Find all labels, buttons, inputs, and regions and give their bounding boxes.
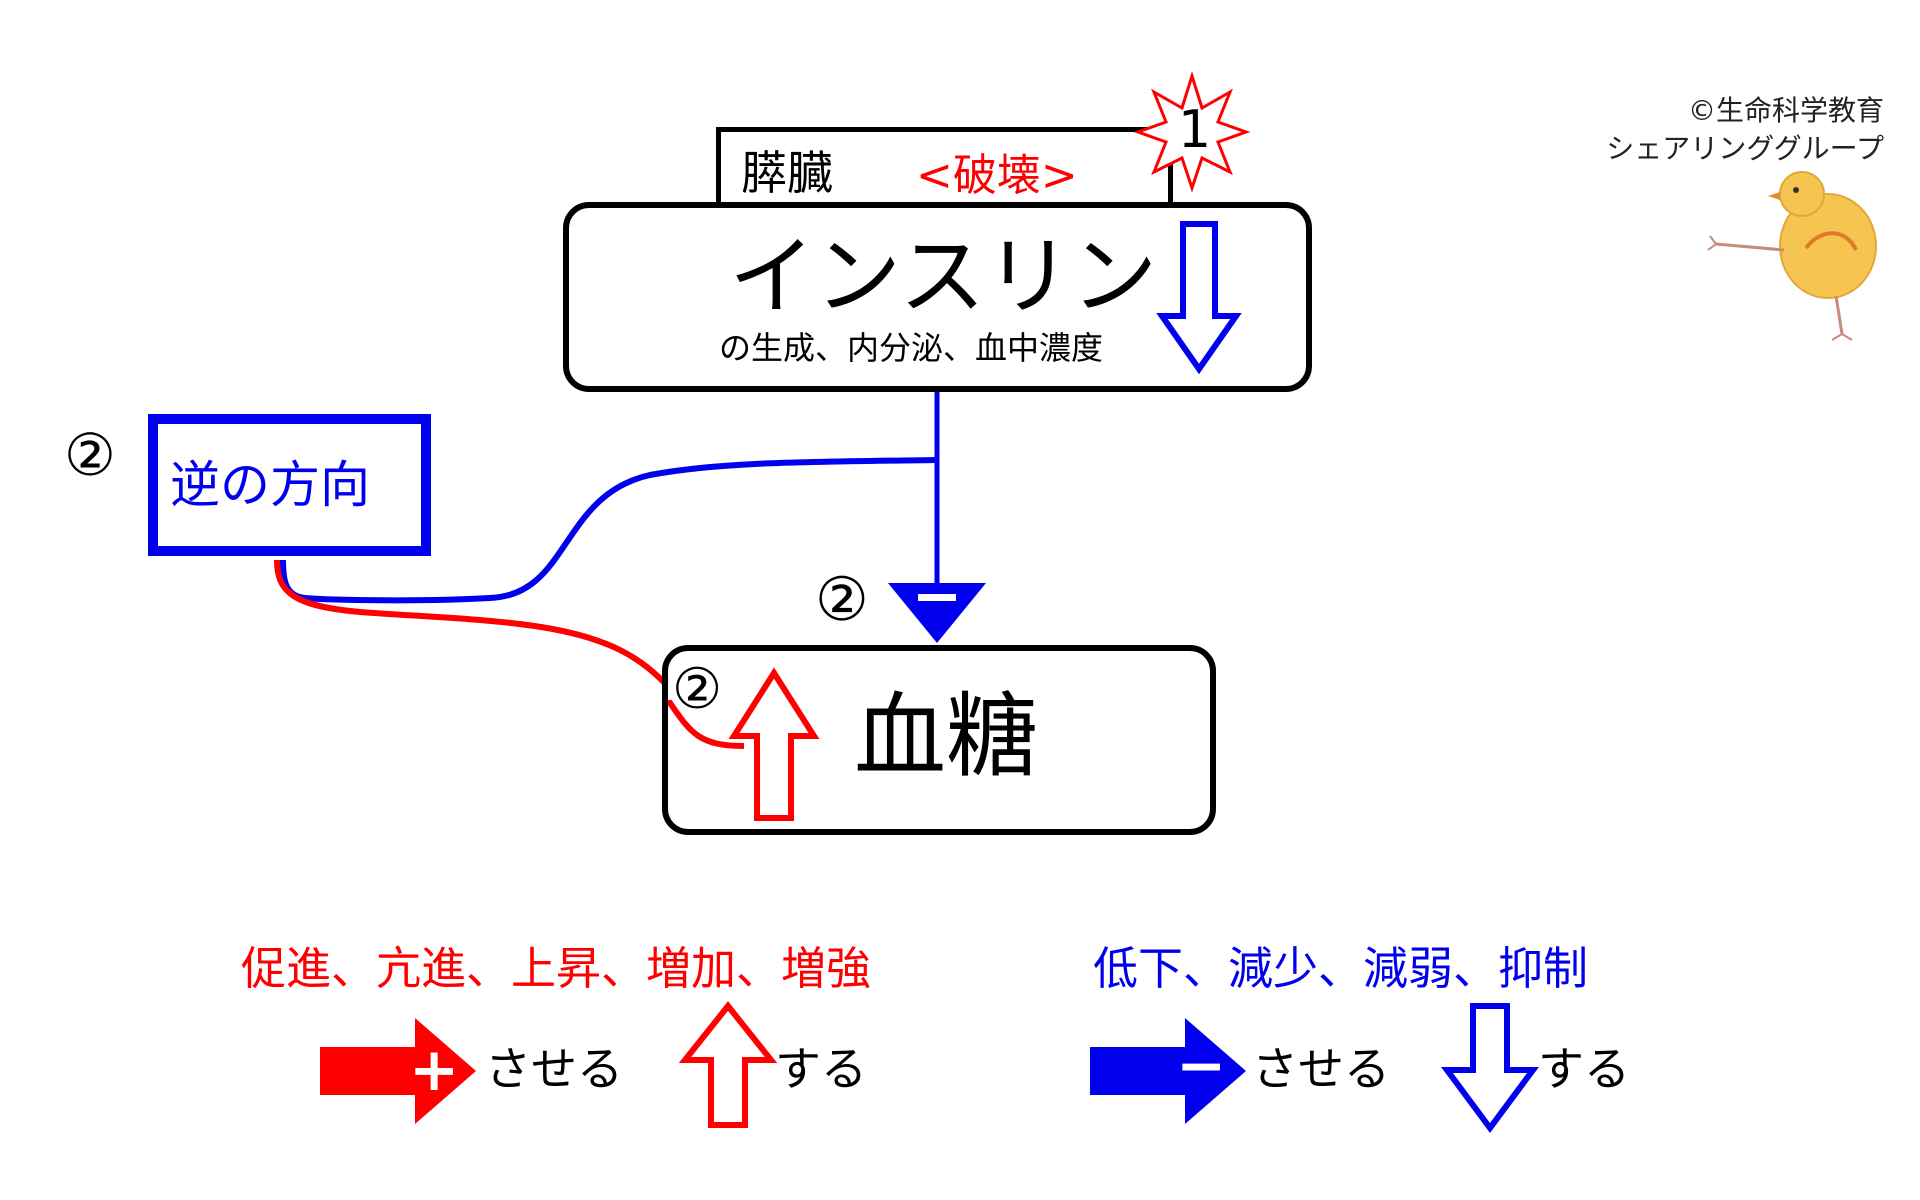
legend-increase-words: 促進、亢進、上昇、増加、増強	[241, 942, 872, 995]
step2-glucose-marker: ②	[672, 657, 723, 722]
legend-increase-suffix: する	[775, 1042, 867, 1096]
chick-mascot-icon	[1707, 171, 1877, 341]
insulin-subtitle: の生成、内分泌、血中濃度	[719, 329, 1104, 367]
legend-decrease-arrow-icon	[1441, 1003, 1539, 1134]
inhibition-minus-bar	[918, 594, 956, 601]
pancreas-box: 膵臓 <破壊>	[716, 127, 1173, 213]
step1-number: 1	[1178, 100, 1212, 160]
red-curve-end-overlay	[668, 700, 745, 749]
insulin-title: インスリン	[729, 227, 1158, 327]
pancreas-destroyed-label: <破壊>	[916, 150, 1078, 201]
step2-inhibit-marker: ②	[815, 565, 869, 635]
copyright-line1: ©生命科学教育	[1687, 94, 1884, 127]
legend-minus-symbol: −	[1176, 1031, 1227, 1101]
reverse-direction-box: 逆の方向	[148, 414, 431, 556]
legend-decrease-suffix: する	[1538, 1042, 1630, 1096]
pancreas-label: 膵臓	[741, 146, 833, 200]
legend-decrease-words: 低下、減少、減弱、抑制	[1093, 942, 1589, 995]
legend-promote-arrow-icon	[320, 1018, 476, 1124]
copyright-line2: シェアリンググループ	[1606, 132, 1884, 165]
reverse-blue-curve	[280, 457, 938, 604]
legend-inhibit-arrow-icon	[1090, 1018, 1246, 1124]
legend-inhibit-suffix: させる	[1252, 1042, 1390, 1096]
glucose-up-arrow-overlay	[728, 667, 820, 821]
insulin-down-arrow-overlay	[1156, 221, 1242, 375]
step2-reverse-marker: ②	[64, 421, 116, 489]
reverse-direction-label: 逆の方向	[170, 456, 370, 514]
copyright-notice: ©生命科学教育 シェアリンググループ	[1606, 92, 1884, 168]
legend-increase-arrow-icon	[678, 1001, 778, 1128]
inhibition-triangle	[888, 583, 986, 643]
legend-plus-symbol: +	[409, 1035, 460, 1105]
glucose-title: 血糖	[854, 683, 1039, 790]
step1-starburst-icon	[1133, 72, 1251, 192]
legend-promote-suffix: させる	[485, 1042, 623, 1096]
